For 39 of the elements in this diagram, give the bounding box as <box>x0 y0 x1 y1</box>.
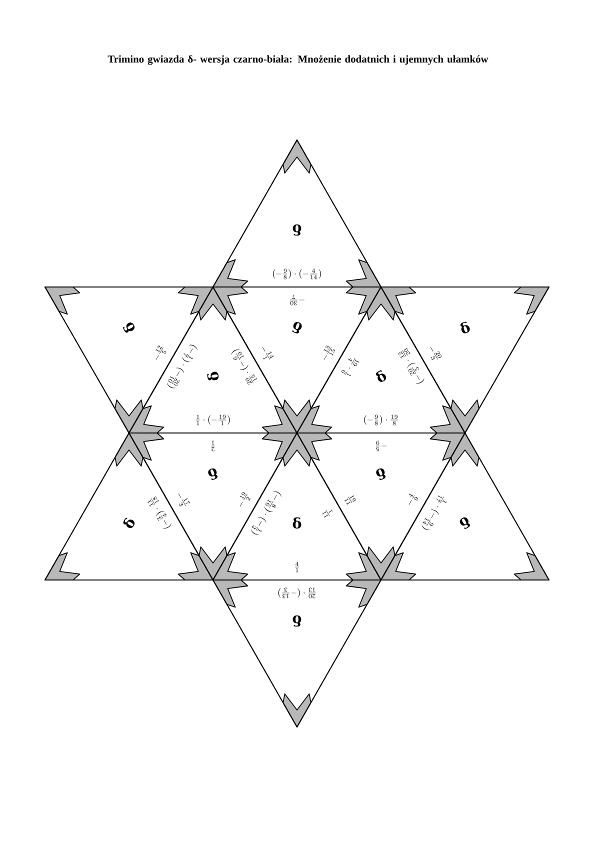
formula: $\frac{1}{1}\cdot\left(-\frac{19}{1}\right)$ <box>196 414 230 426</box>
delta-symbol: δ <box>208 468 218 480</box>
triangle-tile <box>212 579 382 728</box>
formula: $\left(-\frac{1}{7}\right)\cdot\left(-\frac{20}{10}\right)$ <box>167 344 198 388</box>
formula: $-\frac{12}{5}$ <box>156 346 166 360</box>
formula: $\left(-\frac{9}{8}\right)\cdot\frac{19}{8}$ <box>364 414 398 426</box>
formula: $-\frac{5}{9}$ <box>376 440 387 452</box>
formula: $\left(-\frac{3}{4}\right)\cdot\frac{11}{18}$ <box>148 496 172 529</box>
delta-symbol: δ <box>122 322 135 333</box>
delta-symbol: δ <box>207 372 219 380</box>
formula: $-\frac{14}{1}$ <box>262 347 274 360</box>
title: Trimino gwiazda δ- wersja czarno-biała: Mnożenie dodatnich i ujemnych ułamków <box>108 55 488 65</box>
formula: $\frac{11}{1}$ <box>322 509 333 518</box>
formula: $\frac{1}{17}\cdot\left(-\frac{9}{14}\right)$ <box>422 494 447 530</box>
triangle-tile <box>212 139 382 288</box>
delta-symbol: δ <box>292 224 302 236</box>
delta-symbol: δ <box>376 370 386 382</box>
formula: $\frac{19}{4}\cdot\frac{1}{6}$ <box>342 358 359 376</box>
delta-symbol: δ <box>460 322 470 334</box>
delta-symbol: δ <box>292 517 302 529</box>
formula: $\left(-\frac{8}{16}\right)\cdot\left(-\frac{1}{2}\right)$ <box>251 491 282 535</box>
delta-symbol: δ <box>460 517 470 530</box>
formula: $-\frac{17}{3}$ <box>178 494 190 506</box>
formula: $\frac{19}{11}$ <box>344 494 356 506</box>
formula: $-\frac{19}{2}$ <box>240 492 250 506</box>
formula: $\frac{4}{1}$ <box>295 562 299 572</box>
delta-symbol: δ <box>123 518 135 528</box>
formula: $\left(-\frac{20}{5}\right)\cdot\frac{12}{20}$ <box>398 348 424 384</box>
formula: $\frac{20}{15}\cdot\left(-\frac{6}{10}\right)$ <box>231 349 258 385</box>
formula: $\frac{20}{13}\cdot\left(-\frac{13}{3}\right)$ <box>278 588 316 598</box>
delta-symbol: δ <box>292 322 302 334</box>
formula: $-\frac{4}{9}$ <box>408 494 418 505</box>
formula: $\left(-\frac{9}{8}\right)\cdot\left(-\frac{4}{14}\right)$ <box>273 268 321 280</box>
delta-symbol: δ <box>376 468 386 480</box>
formula: $-\frac{30}{7}$ <box>290 294 304 306</box>
delta-symbol: δ <box>292 615 302 627</box>
formula: $-\frac{20}{3}$ <box>430 347 442 360</box>
formula: $\frac{2}{1}$ <box>211 440 215 452</box>
formula: $-\frac{13}{15}$ <box>324 346 336 360</box>
